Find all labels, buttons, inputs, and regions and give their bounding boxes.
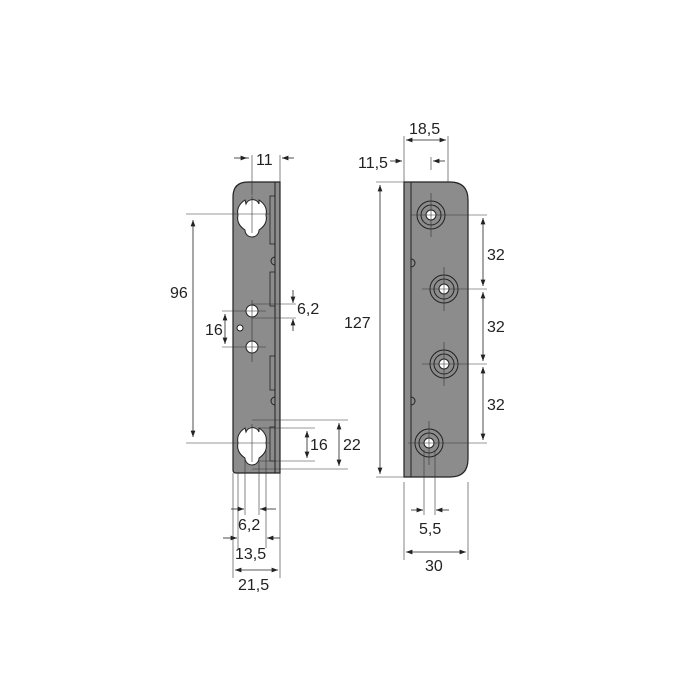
dim-hole-diameter: 6,2 (297, 301, 319, 318)
dim-edge-offset: 11,5 (358, 155, 388, 172)
dim-slot-outer: 22 (343, 437, 361, 454)
dim-width: 30 (425, 558, 443, 575)
pin-hole (236, 324, 244, 332)
notch (410, 258, 416, 268)
dim-inner-width: 13,5 (235, 546, 266, 563)
front-plate (403, 181, 469, 478)
notch (269, 355, 276, 391)
screw-hole (422, 342, 466, 386)
dim-slot-width: 6,2 (238, 517, 260, 534)
dim-slot-inner: 16 (310, 437, 328, 454)
dim-spacing-3: 32 (487, 397, 505, 414)
notch (269, 195, 276, 245)
front-view-bracket (403, 181, 469, 478)
side-view-bracket (232, 181, 281, 474)
side-plate (232, 181, 281, 474)
notch (270, 396, 276, 406)
screw-hole (408, 421, 450, 465)
notch (270, 256, 276, 266)
dim-spacing-2: 32 (487, 319, 505, 336)
dim-hole-offset: 18,5 (409, 121, 440, 138)
dim-height: 127 (344, 315, 371, 332)
dim-top-width: 11 (256, 152, 273, 169)
notch (410, 396, 416, 406)
dim-hole-diameter-front: 5,5 (419, 521, 441, 538)
dim-total-width: 21,5 (238, 577, 269, 594)
dim-spacing-1: 32 (487, 247, 505, 264)
notch (269, 271, 276, 307)
dim-slot-spacing: 96 (170, 285, 188, 302)
dim-hole-spacing: 16 (205, 322, 223, 339)
screw-hole (411, 193, 451, 237)
screw-hole (422, 267, 466, 311)
front-view-dimensions: 18,5 11,5 127 32 32 32 5,5 30 (344, 121, 505, 575)
side-view-dimensions: 11 96 6,2 16 16 22 6,2 (170, 152, 361, 594)
